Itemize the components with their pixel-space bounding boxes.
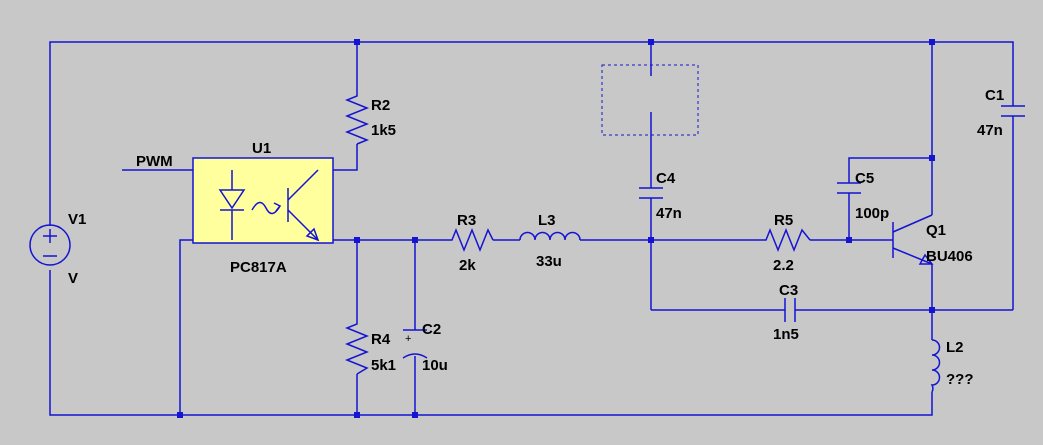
c5-value-label: 100p — [855, 205, 889, 222]
l3-inductor — [519, 231, 581, 241]
r2-value-label: 1k5 — [371, 122, 396, 139]
r5-value-label: 2.2 — [773, 257, 794, 274]
v1-value-label: V — [68, 270, 78, 287]
u1-optocoupler — [192, 157, 334, 244]
c4-capacitor — [639, 187, 663, 199]
c4-name-label: C4 — [656, 170, 676, 187]
l2-value-label: ??? — [946, 371, 974, 388]
dashed-placeholder-box — [601, 64, 699, 136]
v1-name-label: V1 — [68, 211, 86, 228]
r2-name-label: R2 — [371, 97, 390, 114]
c3-value-label: 1n5 — [773, 326, 799, 343]
q1-name-label: Q1 — [926, 222, 946, 239]
c2-polarity-mark: + — [405, 333, 411, 345]
r4-resistor — [344, 316, 370, 375]
r4-name-label: R4 — [371, 331, 391, 348]
r5-name-label: R5 — [774, 212, 793, 229]
c1-capacitor — [1001, 105, 1025, 117]
c4-value-label: 47n — [656, 205, 682, 222]
c2-capacitor — [402, 329, 428, 359]
c3-capacitor — [784, 298, 796, 322]
r3-value-label: 2k — [459, 257, 476, 274]
u1-name-label: U1 — [252, 140, 271, 157]
junctions — [177, 39, 935, 418]
labels: V1 V R2 1k5 U1 PC817A PWM R4 5k1 + C2 10… — [68, 87, 1004, 388]
r2-resistor — [344, 88, 370, 145]
c1-value-label: 47n — [977, 122, 1003, 139]
c3-name-label: C3 — [779, 282, 798, 299]
c5-capacitor — [837, 182, 861, 194]
q1-transistor — [892, 214, 934, 265]
c2-name-label: C2 — [422, 321, 441, 338]
pwm-net-label: PWM — [136, 153, 173, 170]
v1-voltage-source — [29, 224, 71, 266]
l2-inductor — [930, 339, 941, 393]
l2-name-label: L2 — [946, 339, 964, 356]
c5-name-label: C5 — [855, 170, 874, 187]
r3-name-label: R3 — [457, 212, 476, 229]
r5-resistor — [760, 227, 811, 253]
r3-resistor — [446, 227, 494, 253]
l3-value-label: 33u — [536, 253, 562, 270]
c2-value-label: 10u — [422, 357, 448, 374]
q1-value-label: BU406 — [926, 248, 973, 265]
u1-value-label: PC817A — [230, 259, 287, 276]
c1-name-label: C1 — [985, 87, 1004, 104]
r4-value-label: 5k1 — [371, 357, 396, 374]
l3-name-label: L3 — [538, 212, 556, 229]
